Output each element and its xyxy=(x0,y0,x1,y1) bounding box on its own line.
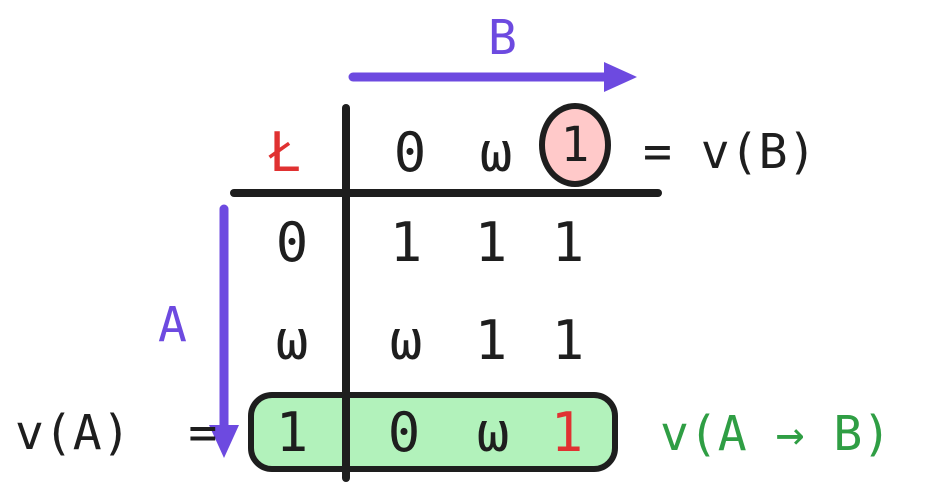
row-2-cell-1: ω xyxy=(476,401,510,464)
row-0-cell-1: 1 xyxy=(474,211,508,274)
highlighted-row-box xyxy=(248,392,618,472)
row-0-header: 0 xyxy=(275,211,309,274)
row-2-cell-2: 1 xyxy=(550,401,584,464)
table-header-rule xyxy=(230,189,662,197)
col-header-0: 0 xyxy=(393,121,427,184)
row-1-cell-0: ω xyxy=(389,309,423,372)
table-corner-operator: Ł xyxy=(268,121,302,184)
col-axis-label: B xyxy=(488,10,517,66)
table-vertical-rule xyxy=(342,104,350,482)
row-1-header: ω xyxy=(275,309,309,372)
highlight-circle: 1 xyxy=(539,103,611,187)
row-1-cell-2: 1 xyxy=(551,309,585,372)
col-header-2: 1 xyxy=(560,117,590,173)
row-2-cell-0: 0 xyxy=(387,401,421,464)
row-axis-label: A xyxy=(158,297,187,353)
down-arrow-icon xyxy=(209,204,239,458)
col-value-label: = v(B) xyxy=(643,124,817,180)
row-1-cell-1: 1 xyxy=(474,309,508,372)
row-2-header: 1 xyxy=(275,401,309,464)
right-arrow-icon xyxy=(348,62,637,92)
row-0-cell-0: 1 xyxy=(389,211,423,274)
result-label: v(A → B) xyxy=(660,406,892,462)
row-value-label: v(A) = xyxy=(15,405,218,461)
row-0-cell-2: 1 xyxy=(551,211,585,274)
col-header-1: ω xyxy=(479,121,513,184)
